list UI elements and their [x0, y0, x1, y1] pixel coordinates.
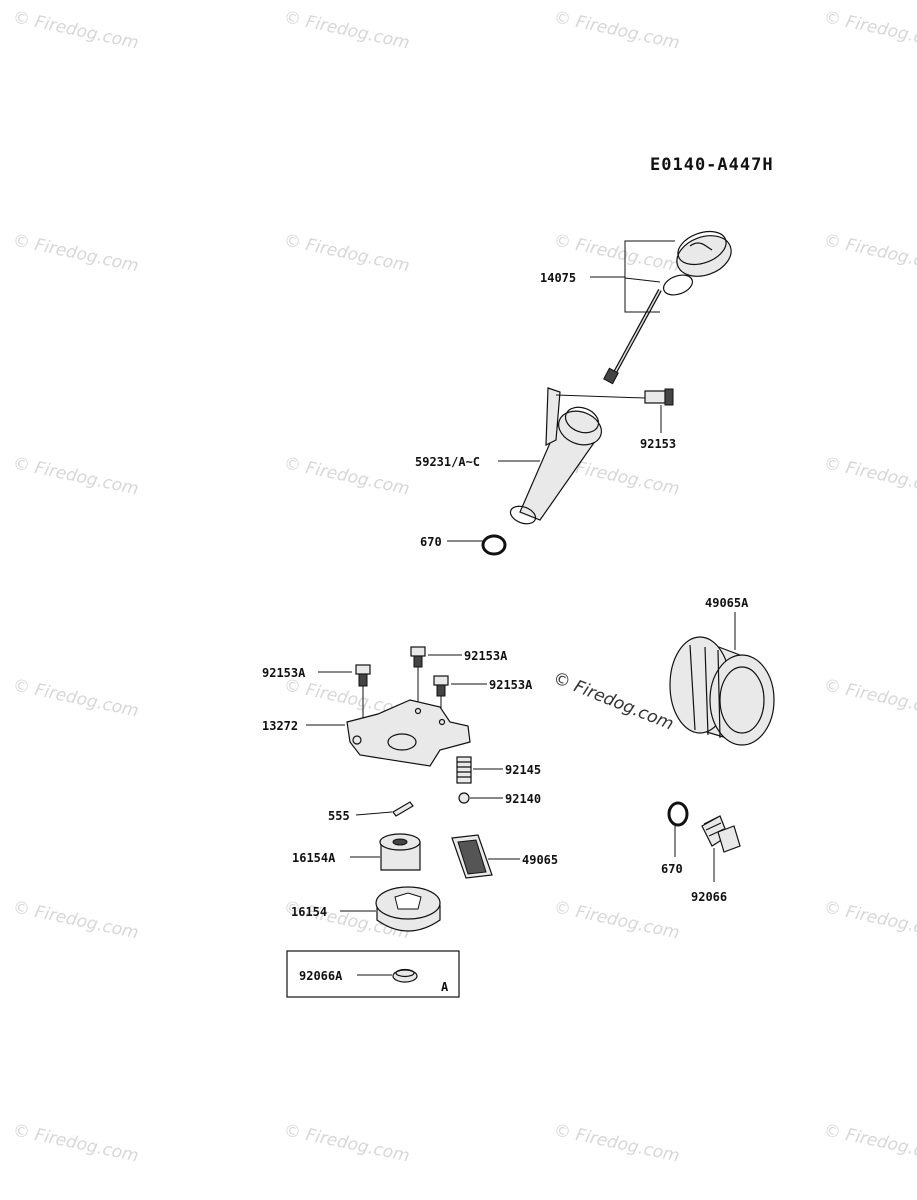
callout-16154A: 16154A — [292, 851, 336, 865]
diagram-code: E0140-A447H — [650, 155, 774, 175]
watermark: © Firedog.com — [11, 897, 140, 943]
cap-92066A-part — [392, 968, 418, 983]
watermark: © Firedog.com — [282, 453, 411, 499]
oring-plug — [667, 801, 689, 827]
callout-13272: 13272 — [262, 719, 298, 733]
watermark: © Firedog.com — [552, 7, 681, 53]
callout-92153A-left: 92153A — [262, 666, 306, 680]
callout-16154: 16154 — [291, 905, 327, 919]
spring-part — [456, 756, 472, 784]
outer-rotor-part — [375, 886, 441, 932]
bolt-92153 — [555, 388, 674, 406]
bolt-92153A-right — [433, 675, 449, 722]
callout-92153: 92153 — [640, 437, 676, 451]
callout-14075: 14075 — [540, 271, 576, 285]
oil-filter-part — [669, 636, 775, 746]
oring-tube — [481, 534, 507, 556]
watermark: © Firedog.com — [11, 453, 140, 499]
callout-59231: 59231/A~C — [415, 455, 480, 469]
watermark-grid: © Firedog.com © Firedog.com © Firedog.co… — [11, 7, 917, 1166]
watermark: © Firedog.com — [282, 1120, 411, 1166]
watermark: © Firedog.com — [552, 230, 681, 276]
watermark: © Firedog.com — [822, 7, 917, 53]
screen-part — [451, 834, 493, 879]
watermark: © Firedog.com — [282, 230, 411, 276]
watermark: © Firedog.com — [822, 453, 917, 499]
callout-92145: 92145 — [505, 763, 541, 777]
watermark: © Firedog.com — [11, 675, 140, 721]
callout-49065A: 49065A — [705, 596, 749, 610]
watermark: © Firedog.com — [11, 7, 140, 53]
watermark: © Firedog.com — [822, 675, 917, 721]
filler-tube-part — [509, 387, 602, 525]
watermark: © Firedog.com — [822, 230, 917, 276]
watermark: © Firedog.com — [552, 897, 681, 943]
pump-cover-part — [346, 699, 471, 767]
callout-670-tube: 670 — [420, 535, 442, 549]
callout-670-plug: 670 — [661, 862, 683, 876]
callout-92153A-top: 92153A — [464, 649, 508, 663]
bolt-92153A-top — [410, 646, 426, 705]
inset-box — [286, 950, 460, 998]
watermark: © Firedog.com — [11, 230, 140, 276]
watermark-center: © Firedog.com — [550, 668, 676, 735]
pin-part — [392, 801, 414, 817]
callout-92153A-right: 92153A — [489, 678, 533, 692]
watermark: © Firedog.com — [11, 1120, 140, 1166]
watermark: © Firedog.com — [282, 7, 411, 53]
callout-555: 555 — [328, 809, 350, 823]
inset-tag: A — [441, 980, 449, 994]
drain-plug-part — [701, 815, 741, 853]
watermark: © Firedog.com — [822, 1120, 917, 1166]
watermark: © Firedog.com — [552, 1120, 681, 1166]
callout-92140: 92140 — [505, 792, 541, 806]
dipstick-part — [603, 230, 732, 385]
inner-rotor-part — [379, 833, 421, 871]
callout-92066A: 92066A — [299, 969, 343, 983]
watermark: © Firedog.com — [822, 897, 917, 943]
callout-92066: 92066 — [691, 890, 727, 904]
ball-part — [458, 792, 470, 804]
callout-49065: 49065 — [522, 853, 558, 867]
